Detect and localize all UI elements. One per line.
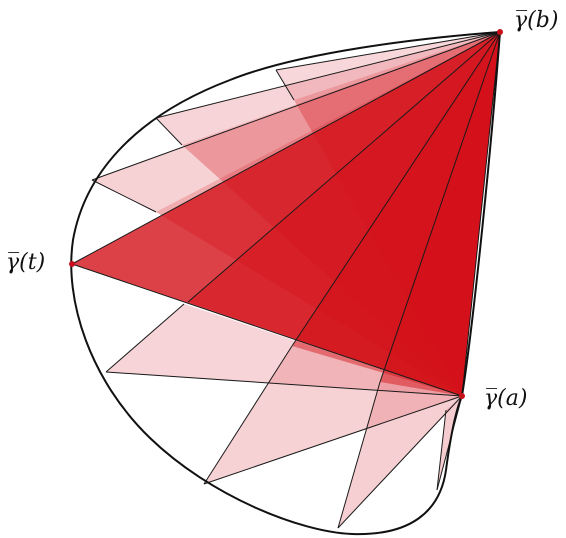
light-triangle — [92, 32, 500, 212]
triangle-edges — [71, 31, 501, 529]
dark-triangle — [182, 32, 500, 396]
dark-triangle — [380, 32, 500, 396]
label-gamma-a: γ̅(a) — [484, 386, 528, 411]
light-triangle — [156, 32, 500, 145]
light-triangle — [106, 304, 462, 396]
dark-triangle — [156, 32, 500, 396]
point-gamma-t — [69, 261, 75, 267]
label-gamma-b: γ̅(b) — [514, 8, 559, 33]
light-triangle — [338, 382, 462, 528]
dark-triangles — [72, 32, 500, 396]
light-triangle — [276, 32, 500, 100]
light-triangles — [92, 32, 500, 528]
label-gamma-t: γ̅(t) — [6, 250, 46, 275]
closed-curve — [70, 30, 502, 536]
dark-triangle — [294, 32, 500, 396]
point-gamma-b — [497, 29, 503, 35]
point-gamma-a — [459, 393, 465, 399]
